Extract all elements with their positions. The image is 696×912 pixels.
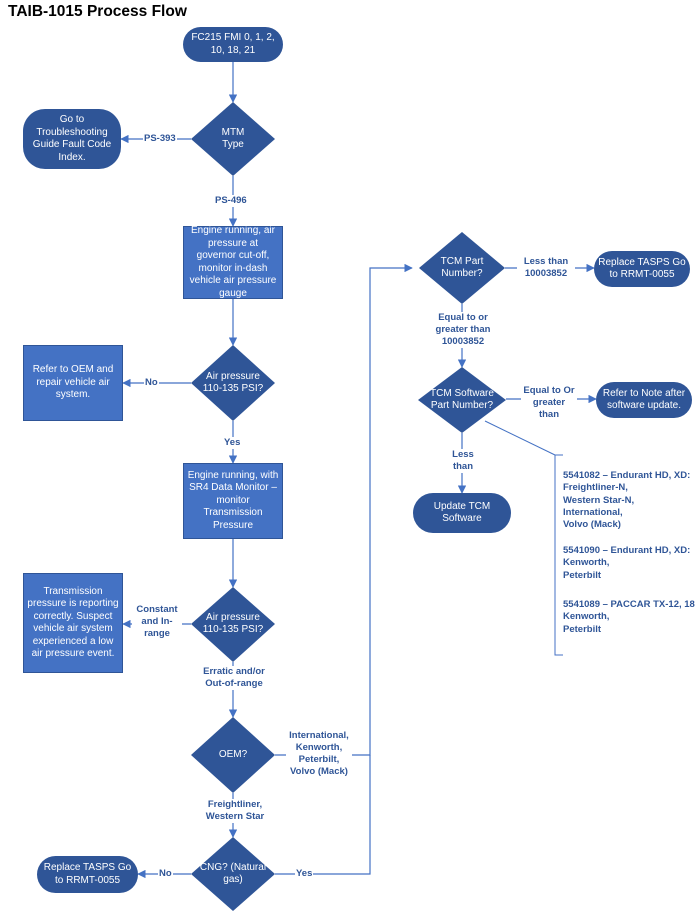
air-pressure-2-text: Air pressure 110-135 PSI?: [202, 612, 264, 635]
note-line: Kenworth,: [563, 611, 610, 623]
refer-oem-box: Refer to OEM and repair vehicle air syst…: [23, 345, 123, 421]
start-node: FC215 FMI 0, 1, 2, 10, 18, 21: [183, 27, 283, 62]
note-line: Freightliner-N,: [563, 482, 628, 494]
tcm-software-text: TCM Software Part Number?: [430, 388, 494, 411]
software-note-group-1: 5541082 – Endurant HD, XD: Freightliner-…: [563, 470, 696, 531]
label-oem-right: International, Kenworth, Peterbilt, Volv…: [286, 730, 352, 778]
note-line: 5541089 – PACCAR TX-12, 18: [563, 599, 695, 610]
label-oem-down: Freightliner, Western Star: [196, 799, 274, 823]
note-callout-line: [484, 420, 556, 456]
label-ps393: PS-393: [143, 133, 177, 145]
troubleshooting-node: Go to Troubleshooting Guide Fault Code I…: [23, 109, 121, 169]
air-pressure-1-text: Air pressure 110-135 PSI?: [202, 371, 264, 394]
page-title: TAIB-1015 Process Flow: [8, 3, 187, 20]
trans-correct-box: Transmission pressure is reporting corre…: [23, 573, 123, 673]
update-tcm-node: Update TCM Software: [413, 493, 511, 533]
mtm-type-text: MTM Type: [221, 127, 245, 150]
note-line: Volvo (Mack): [563, 519, 621, 531]
diamond-tcm-part: [419, 232, 505, 304]
label-ps496: PS-496: [214, 195, 248, 207]
label-constant: Constant and In-range: [132, 604, 182, 640]
label-erratic: Erratic and/or Out-of-range: [195, 666, 273, 690]
label-no-cng: No: [158, 868, 173, 880]
label-less-than-part: Less than 10003852: [517, 256, 575, 280]
label-equal-greater-sw: Equal to Or greater than: [521, 385, 577, 421]
note-line: Kenworth,: [563, 557, 610, 569]
label-yes-air1: Yes: [223, 437, 242, 449]
engine-governor-box: Engine running, air pressure at governor…: [183, 225, 283, 299]
diamond-oem: [191, 717, 275, 793]
diamond-mtm-type: [191, 102, 275, 176]
refer-note-node: Refer to Note after software update.: [596, 382, 692, 418]
note-line: Peterbilt: [563, 623, 602, 635]
label-equal-greater-part: Equal to or greater than 10003852: [422, 312, 504, 348]
note-line: Western Star-N,: [563, 494, 635, 506]
diamond-air-pressure-2: [191, 587, 275, 662]
software-note-group-2: 5541090 – Endurant HD, XD: Kenworth, Pet…: [563, 545, 696, 582]
label-yes-cng: Yes: [295, 868, 314, 880]
engine-sr4-box: Engine running, with SR4 Data Monitor – …: [183, 463, 283, 539]
note-line: 5541090 – Endurant HD, XD:: [563, 545, 691, 556]
software-note-group-3: 5541089 – PACCAR TX-12, 18 Kenworth, Pet…: [563, 599, 696, 636]
diamond-air-pressure-1: [191, 345, 275, 421]
note-line: International,: [563, 506, 623, 518]
connector-oem-tcm: [275, 263, 413, 756]
oem-text: OEM?: [218, 749, 248, 760]
diamond-cng: [191, 837, 275, 911]
cng-text: CNG? (Natural gas): [199, 862, 267, 885]
replace-tasps-right-node: Replace TASPS Go to RRMT-0055: [594, 251, 690, 287]
note-line: 5541082 – Endurant HD, XD:: [563, 470, 691, 481]
diamond-tcm-software: [418, 367, 506, 433]
label-less-than-sw: Less than: [444, 449, 482, 473]
note-bracket: [554, 454, 563, 656]
replace-tasps-left-node: Replace TASPS Go to RRMT-0055: [37, 856, 138, 893]
note-line: Peterbilt: [563, 569, 602, 581]
tcm-part-text: TCM Part Number?: [440, 256, 484, 279]
label-no-air1: No: [144, 377, 159, 389]
